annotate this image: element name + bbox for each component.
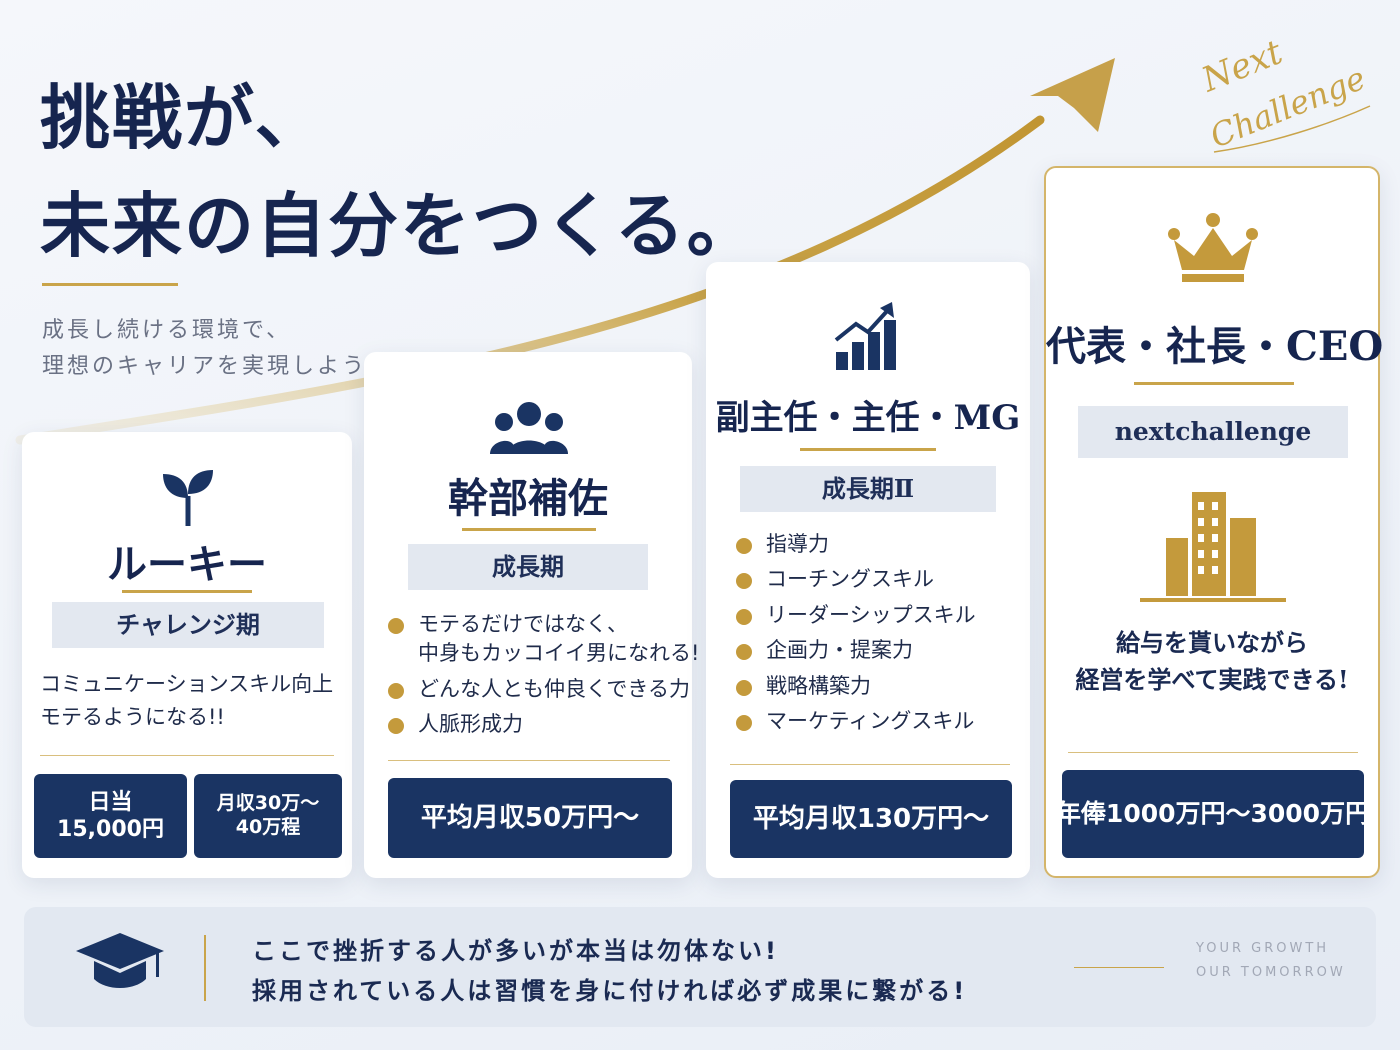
salary-monthly: 月収30万～ 40万程 (194, 774, 342, 858)
stage-badge: nextchallenge (1078, 406, 1348, 458)
skill-text: 人脈形成力 (418, 712, 523, 737)
skill-item: 戦略構築力 (736, 672, 976, 701)
salary-average: 平均月収50万円～ (388, 778, 672, 858)
skill-item: 指導力 (736, 530, 976, 559)
salary-daily: 日当 15,000円 (34, 774, 187, 858)
subtitle-line1: 成長し続ける環境で、 (42, 318, 292, 343)
title-rule (800, 448, 936, 451)
salary-value: 15,000円 (57, 817, 164, 842)
description-line: モテるようになる!! (40, 704, 225, 729)
title-rule (1134, 382, 1294, 385)
skill-item: 人脈形成力 (388, 710, 699, 739)
salary-annual: 年俸1000万円～3000万円 (1056, 770, 1370, 858)
description-line: 給与を貰いながら (1116, 628, 1308, 657)
skill-item: モテるだけではなく、 中身もカッコイイ男になれる! (388, 610, 699, 669)
crown-icon (1168, 213, 1258, 282)
description-line: コミュニケーションスキル向上 (40, 672, 334, 696)
headline-line1: 挑戦が、 (40, 76, 327, 159)
footer-tagline2: OUR TOMORROW (1196, 965, 1346, 980)
stage-badge: チャレンジ期 (52, 602, 324, 648)
career-card-ceo: 代表・社長・CEO nextchallenge 給与を貰いながら 経営を学べて実… (1044, 166, 1384, 878)
skill-item: マーケティングスキル (736, 707, 976, 736)
card-description: 給与を貰いながら 経営を学べて実践できる! (1046, 624, 1378, 698)
headline-line2: 未来の自分をつくる。 (40, 184, 759, 267)
title-rule (122, 590, 252, 593)
subtitle-line2: 理想のキャリアを実現しよう。 (42, 354, 391, 379)
skill-item: コーチングスキル (736, 565, 976, 594)
description-line: 経営を学べて実践できる! (1075, 665, 1349, 695)
stage-badge: 成長期 (408, 544, 648, 590)
skill-item: 企画力・提案力 (736, 636, 976, 665)
card-title: 代表・社長・CEO (1046, 323, 1384, 370)
skill-list: 指導力 コーチングスキル リーダーシップスキル 企画力・提案力 戦略構築力 マー… (736, 530, 976, 736)
next-challenge-logo: Next Challenge (1195, 40, 1370, 155)
salary-average: 平均月収130万円～ (730, 780, 1012, 858)
card-title: ルーキー (107, 541, 267, 588)
sprout-icon (163, 470, 213, 526)
career-card-manager: 副主任・主任・MG 成長期Ⅱ 指導力 コーチングスキル リーダーシップスキル 企… (706, 262, 1030, 878)
skill-text: モテるだけではなく、 (418, 612, 628, 636)
divider (730, 764, 1010, 765)
divider (1068, 752, 1358, 753)
skill-list: モテるだけではなく、 中身もカッコイイ男になれる! どんな人とも仲良くできる力 … (388, 610, 699, 740)
card-description: コミュニケーションスキル向上 モテるようになる!! (40, 668, 333, 733)
footer-banner: ここで挫折する人が多いが本当は勿体ない! 採用されている人は習慣を身に付ければ必… (24, 907, 1376, 1027)
skill-item: リーダーシップスキル (736, 601, 976, 630)
tag-rule (1074, 967, 1164, 968)
card-title: 副主任・主任・MG (715, 398, 1021, 438)
headline-rule (42, 283, 178, 286)
footer-message-line2: 採用されている人は習慣を身に付ければ必ず成果に繋がる! (252, 977, 968, 1005)
divider (40, 755, 334, 756)
career-card-assistant: 幹部補佐 成長期 モテるだけではなく、 中身もカッコイイ男になれる! どんな人と… (364, 352, 699, 878)
salary-value: 40万程 (235, 816, 301, 838)
footer-message-line1: ここで挫折する人が多いが本当は勿体ない! (252, 937, 779, 965)
skill-item: どんな人とも仲良くできる力 (388, 675, 699, 704)
graduation-cap-icon (76, 933, 164, 988)
building-icon (1140, 492, 1286, 602)
title-rule (462, 528, 596, 531)
footer-divider (204, 935, 206, 1001)
divider (388, 760, 670, 761)
team-icon (490, 402, 568, 454)
salary-label: 月収30万～ (216, 792, 320, 815)
card-title: 幹部補佐 (448, 475, 608, 522)
stage-badge: 成長期Ⅱ (740, 466, 996, 512)
footer-tagline1: YOUR GROWTH (1196, 941, 1330, 956)
skill-text: どんな人とも仲良くできる力 (418, 676, 690, 701)
salary-label: 日当 (88, 789, 133, 815)
career-card-rookie: ルーキー チャレンジ期 コミュニケーションスキル向上 モテるようになる!! 日当… (22, 432, 352, 878)
growth-chart-icon (834, 302, 896, 370)
skill-text: 中身もカッコイイ男になれる! (418, 641, 700, 666)
